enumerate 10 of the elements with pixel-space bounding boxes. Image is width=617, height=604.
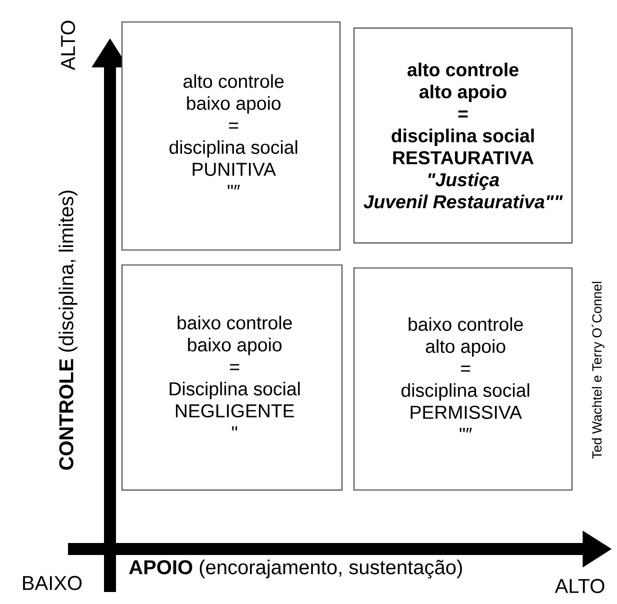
credit-text: Ted Wachtel e Terry O´Connel xyxy=(592,282,604,459)
quadrant-box: baixo controle baixo apoio = Disciplina social NEGLIGENTE " xyxy=(121,264,343,491)
axis-title: APOIO (encorajamento, sustentação) xyxy=(129,560,462,578)
axis-label: ALTO xyxy=(554,578,604,594)
axis-title: CONTROLE (disciplina, limites) xyxy=(58,190,78,470)
quadrant-box: baixo controle alto apoio = disciplina social PERMISSIVA "″ xyxy=(353,267,573,491)
quadrant-box: alto controle alto apoio = disciplina social RESTAURATIVA "Justiça Juvenil Restaurativa"" xyxy=(353,28,573,244)
axis-label: ALTO xyxy=(60,20,76,70)
axis-label: BAIXO xyxy=(23,576,82,590)
quadrant-box: alto controle baixo apoio = disciplina social PUNITIVA "″ xyxy=(121,21,341,251)
